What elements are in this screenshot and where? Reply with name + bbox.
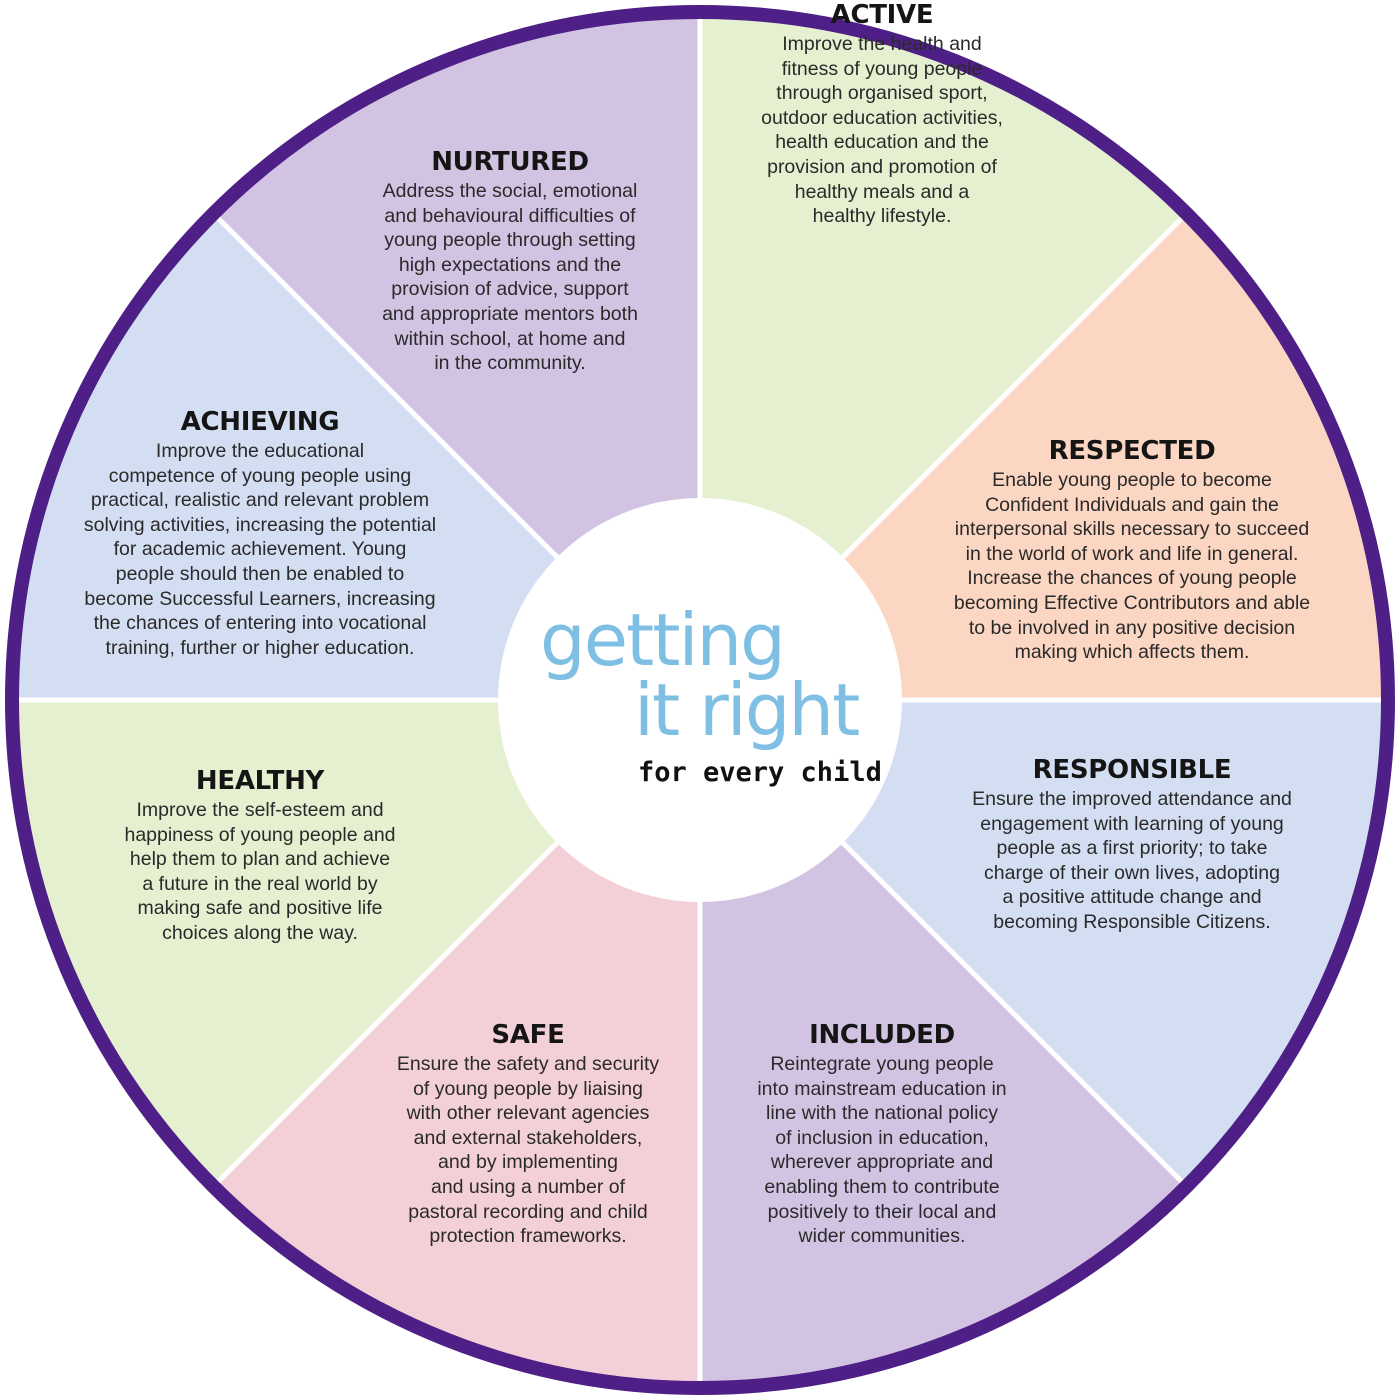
segment-safe: SAFE Ensure the safety and security of y… xyxy=(362,1020,694,1249)
logo-text-for-every-child: for every child xyxy=(638,757,882,788)
segment-description: Improve the educational competence of yo… xyxy=(83,440,437,659)
segment-shape-nurtured xyxy=(700,16,1184,700)
segment-respected: RESPECTED Enable young people to become … xyxy=(922,436,1342,665)
segment-active: ACTIVE Improve the health and fitness of… xyxy=(702,0,1062,229)
segment-shape-achieving xyxy=(216,16,700,700)
segment-shape-active xyxy=(700,216,1384,700)
segment-included: INCLUDED Reintegrate young people into m… xyxy=(712,1020,1052,1249)
center-circle xyxy=(498,498,902,902)
logo-text-it-right: it right xyxy=(634,668,860,752)
segment-title: RESPONSIBLE xyxy=(1032,755,1232,785)
segment-description: Address the social, emotional and behavi… xyxy=(382,180,638,375)
segment-shape-safe xyxy=(16,700,700,1184)
segment-nurtured: NURTURED Address the social, emotional a… xyxy=(330,147,690,376)
segment-title: INCLUDED xyxy=(809,1020,955,1050)
segment-description: Improve the health and fitness of young … xyxy=(761,33,1003,228)
segment-achieving: ACHIEVING Improve the educational compet… xyxy=(60,407,460,660)
segment-shape-respected xyxy=(700,700,1384,1184)
segment-title: SAFE xyxy=(491,1020,565,1050)
segment-description: Improve the self-esteem and happiness of… xyxy=(124,799,396,944)
segment-description: Ensure the safety and security of young … xyxy=(396,1053,660,1248)
segment-description: Ensure the improved attendance and engag… xyxy=(972,788,1292,933)
segment-shape-healthy xyxy=(16,216,700,700)
segment-description: Enable young people to become Confident … xyxy=(953,469,1311,664)
segment-title: ACHIEVING xyxy=(180,407,340,437)
segment-description: Reintegrate young people into mainstream… xyxy=(757,1053,1007,1248)
segment-title: RESPECTED xyxy=(1048,436,1216,466)
segment-title: NURTURED xyxy=(431,147,589,177)
segment-responsible: RESPONSIBLE Ensure the improved attendan… xyxy=(942,755,1322,935)
segment-shape-included xyxy=(216,700,700,1384)
getting-it-right-logo: getting it right for every child xyxy=(500,560,900,840)
segment-healthy: HEALTHY Improve the self-esteem and happ… xyxy=(90,766,430,946)
segment-shape-responsible xyxy=(700,700,1184,1384)
outer-ring xyxy=(5,5,1395,1395)
segment-shapes xyxy=(16,16,1384,1384)
logo-text-getting: getting xyxy=(540,598,786,682)
segment-title: ACTIVE xyxy=(830,0,934,30)
segment-title: HEALTHY xyxy=(195,766,325,796)
